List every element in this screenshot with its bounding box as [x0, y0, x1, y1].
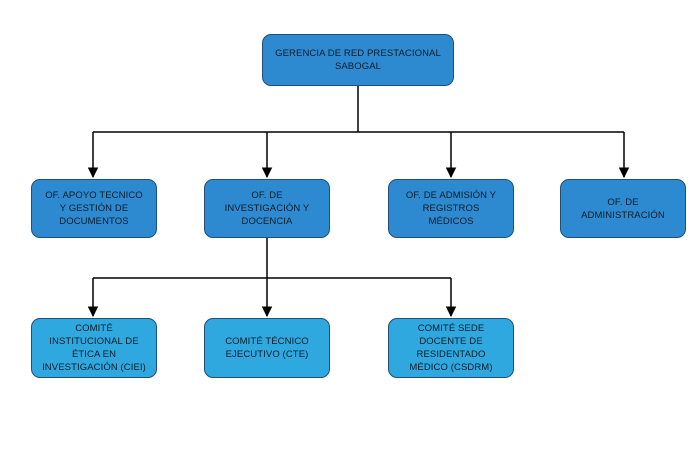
node-label: OF. DE ADMISIÓN Y REGISTROS MÉDICOS: [405, 190, 497, 227]
node-label: OF. DE INVESTIGACIÓN Y DOCENCIA: [224, 190, 310, 227]
node-label: COMITÉ TÉCNICO EJECUTIVO (CTE): [225, 336, 309, 360]
node-label: GERENCIA DE RED PRESTACIONAL SABOGAL: [275, 48, 441, 72]
node-gerencia-red-sabogal: GERENCIA DE RED PRESTACIONAL SABOGAL: [262, 34, 454, 86]
node-label: OF. APOYO TECNICO Y GESTIÓN DE DOCUMENTO…: [45, 190, 143, 227]
node-label: OF. DE ADMINISTRACIÓN: [581, 196, 665, 221]
node-oficina-admision-registros: OF. DE ADMISIÓN Y REGISTROS MÉDICOS: [388, 179, 514, 238]
node-comite-etica-investigacion: COMITÉ INSTITUCIONAL DE ÉTICA EN INVESTI…: [31, 318, 157, 378]
node-label: COMITÉ SEDE DOCENTE DE RESIDENTADO MÉDIC…: [409, 323, 493, 373]
node-oficina-investigacion-docencia: OF. DE INVESTIGACIÓN Y DOCENCIA: [204, 179, 330, 238]
node-oficina-administracion: OF. DE ADMINISTRACIÓN: [560, 179, 686, 238]
node-comite-sede-docente: COMITÉ SEDE DOCENTE DE RESIDENTADO MÉDIC…: [388, 318, 514, 378]
node-comite-tecnico-ejecutivo: COMITÉ TÉCNICO EJECUTIVO (CTE): [204, 318, 330, 378]
node-label: COMITÉ INSTITUCIONAL DE ÉTICA EN INVESTI…: [42, 323, 146, 373]
node-oficina-apoyo-tecnico: OF. APOYO TECNICO Y GESTIÓN DE DOCUMENTO…: [31, 179, 157, 238]
